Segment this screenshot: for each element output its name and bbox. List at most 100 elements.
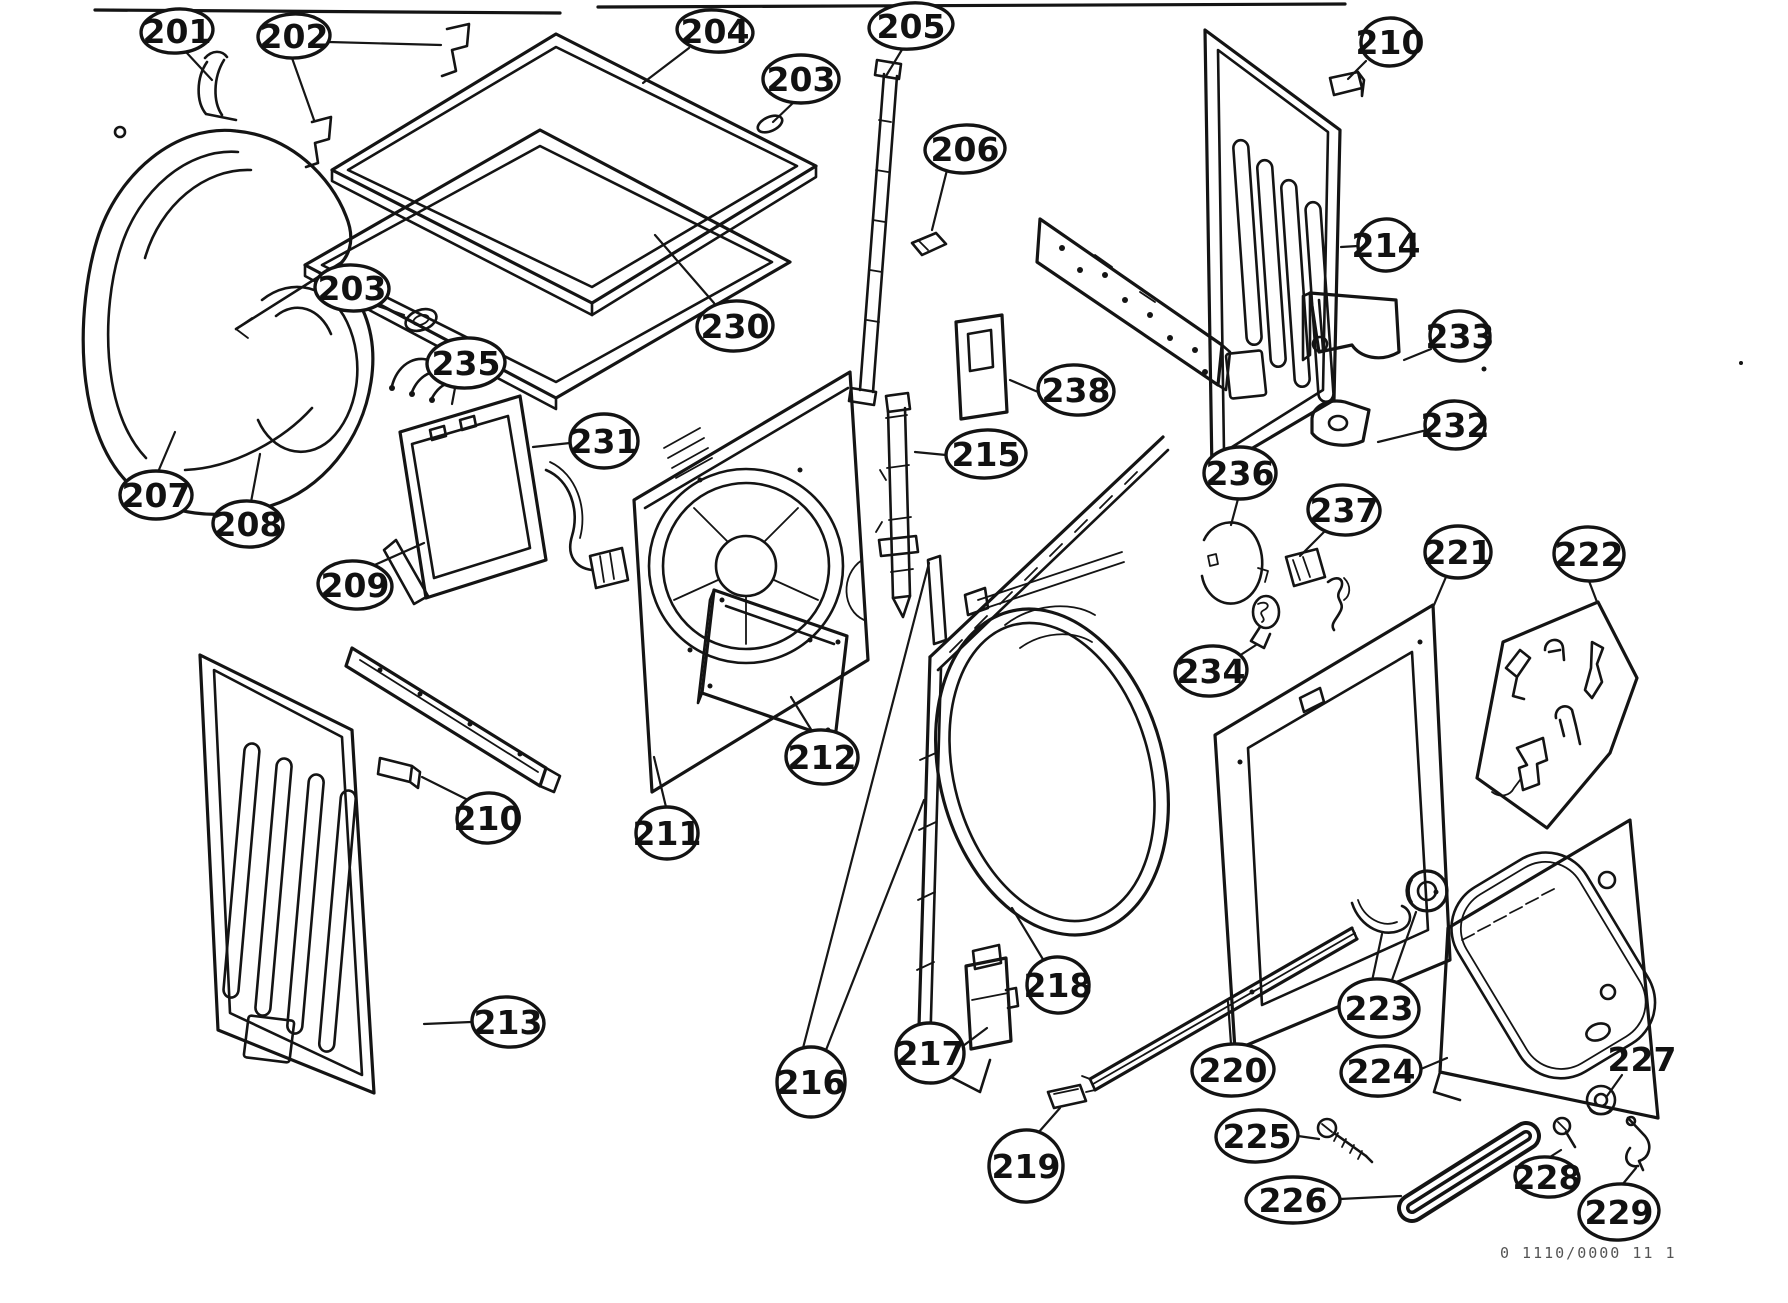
callout-number-237: 237 bbox=[1310, 491, 1379, 530]
callout-number-221: 221 bbox=[1424, 533, 1493, 572]
callout-231: 231 bbox=[531, 412, 640, 470]
part-bulb-234 bbox=[1249, 594, 1281, 650]
callout-229: 229 bbox=[1577, 1166, 1661, 1242]
part-grommet-hose-223 bbox=[1350, 869, 1449, 934]
callout-221: 221 bbox=[1423, 524, 1493, 607]
callout-236: 236 bbox=[1202, 445, 1278, 527]
callout-number-202: 202 bbox=[260, 17, 329, 56]
part-trim-rail-220 bbox=[1081, 926, 1359, 1093]
callout-220: 220 bbox=[1190, 1000, 1276, 1098]
callout-210-right: 210 bbox=[1346, 16, 1425, 81]
callout-223: 223 bbox=[1337, 910, 1421, 1039]
callout-203-top: 203 bbox=[761, 53, 841, 124]
part-plate-238 bbox=[954, 313, 1009, 421]
part-clip-219 bbox=[1046, 1083, 1088, 1110]
callout-237: 237 bbox=[1298, 483, 1382, 558]
callout-219: 219 bbox=[987, 1106, 1065, 1204]
part-side-panel-213 bbox=[198, 653, 376, 1095]
callout-number-203-left: 203 bbox=[318, 269, 387, 308]
watermark-text: 0 1110/0000 11 1 bbox=[1500, 1244, 1677, 1262]
callout-number-214: 214 bbox=[1352, 226, 1421, 265]
callout-228: 228 bbox=[1513, 1148, 1581, 1199]
callout-number-207: 207 bbox=[122, 476, 191, 515]
callout-number-234: 234 bbox=[1177, 652, 1246, 691]
callout-number-232: 232 bbox=[1421, 406, 1490, 445]
part-duct-housing-212 bbox=[696, 588, 849, 741]
callout-number-211: 211 bbox=[633, 814, 702, 853]
callout-number-226: 226 bbox=[1259, 1181, 1328, 1220]
part-screw-228 bbox=[1552, 1116, 1577, 1149]
part-hose-clamp-201 bbox=[197, 50, 238, 122]
callout-214: 214 bbox=[1339, 217, 1421, 273]
part-clips-202 bbox=[304, 22, 471, 169]
part-switch-217 bbox=[964, 943, 1020, 1051]
part-seal-203-top bbox=[756, 114, 784, 134]
callout-number-225: 225 bbox=[1223, 1117, 1292, 1156]
callout-number-227: 227 bbox=[1608, 1040, 1677, 1079]
callout-208: 208 bbox=[211, 452, 285, 549]
callout-201: 201 bbox=[139, 7, 215, 82]
part-hinge-229 bbox=[1625, 1115, 1651, 1172]
part-console-rail bbox=[344, 646, 562, 794]
callout-202: 202 bbox=[256, 12, 443, 122]
callout-number-222: 222 bbox=[1555, 535, 1624, 574]
sheet-border-lines bbox=[93, 2, 1743, 372]
callout-number-201: 201 bbox=[143, 12, 212, 51]
part-felt-seal-218 bbox=[933, 605, 1171, 937]
callout-207: 207 bbox=[118, 430, 194, 521]
callout-215: 215 bbox=[913, 428, 1028, 480]
callout-number-209: 209 bbox=[321, 566, 390, 605]
callout-226: 226 bbox=[1244, 1175, 1403, 1225]
callout-number-215: 215 bbox=[952, 435, 1021, 474]
part-top-panel-204 bbox=[330, 32, 818, 317]
callout-210-left: 210 bbox=[420, 775, 523, 845]
callout-212: 212 bbox=[784, 695, 860, 786]
part-bracket-232 bbox=[1310, 399, 1371, 447]
callout-number-210-right: 210 bbox=[1356, 23, 1425, 62]
part-front-panel-224 bbox=[1432, 818, 1660, 1120]
part-block-210-left bbox=[376, 756, 422, 790]
callout-number-218: 218 bbox=[1024, 966, 1093, 1005]
callout-number-216: 216 bbox=[777, 1063, 846, 1102]
callout-216: 216 bbox=[775, 561, 931, 1119]
callout-number-219: 219 bbox=[992, 1147, 1061, 1186]
callout-238: 238 bbox=[1008, 363, 1116, 417]
callout-233: 233 bbox=[1402, 309, 1495, 363]
part-damper-rod-215 bbox=[875, 391, 920, 619]
part-rear-bulkhead-211 bbox=[632, 370, 870, 794]
callout-203-left: 203 bbox=[313, 263, 406, 317]
part-lint-screen-rod-205 bbox=[847, 58, 903, 407]
part-cap-227 bbox=[1585, 1084, 1617, 1116]
callout-number-210-left: 210 bbox=[454, 799, 523, 838]
callout-number-213: 213 bbox=[474, 1003, 543, 1042]
callout-number-204: 204 bbox=[681, 12, 750, 51]
part-bracket-233 bbox=[1301, 291, 1401, 362]
callout-224: 224 bbox=[1339, 1044, 1449, 1098]
callout-number-212: 212 bbox=[788, 738, 857, 777]
callout-205: 205 bbox=[867, 1, 955, 78]
part-screw-225 bbox=[1316, 1117, 1374, 1164]
callout-230: 230 bbox=[653, 233, 775, 353]
callout-234: 234 bbox=[1173, 643, 1258, 698]
callout-number-229: 229 bbox=[1585, 1193, 1654, 1232]
callout-222: 222 bbox=[1552, 525, 1626, 604]
callout-number-230: 230 bbox=[701, 307, 770, 346]
callout-number-224: 224 bbox=[1347, 1052, 1416, 1091]
callout-227: 227 bbox=[1605, 1040, 1677, 1098]
callout-211: 211 bbox=[633, 755, 702, 861]
callout-217: 217 bbox=[894, 1021, 989, 1085]
callout-number-233: 233 bbox=[1426, 317, 1495, 356]
callout-number-231: 231 bbox=[570, 422, 639, 461]
callout-209: 209 bbox=[316, 541, 426, 611]
part-clip-kit-222 bbox=[1475, 600, 1639, 830]
part-lens-236 bbox=[1200, 521, 1269, 605]
callout-235: 235 bbox=[425, 336, 507, 406]
callout-number-223: 223 bbox=[1345, 989, 1414, 1028]
callout-225: 225 bbox=[1214, 1108, 1321, 1164]
callout-number-235: 235 bbox=[432, 344, 501, 383]
part-exhaust-duct bbox=[81, 125, 375, 516]
callout-232: 232 bbox=[1376, 399, 1490, 451]
callout-number-220: 220 bbox=[1199, 1051, 1268, 1090]
